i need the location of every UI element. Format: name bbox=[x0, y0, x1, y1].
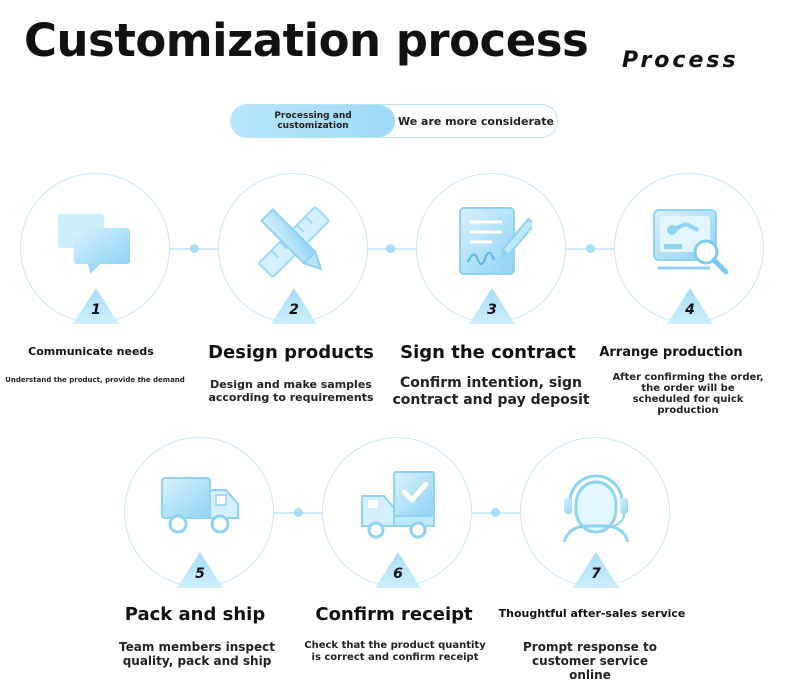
connector-dot bbox=[491, 508, 500, 517]
page-subtitle: Process bbox=[622, 48, 739, 73]
step-1-description: Understand the product, provide the dema… bbox=[5, 376, 185, 384]
connector-dot bbox=[386, 244, 395, 253]
step-3-label: Sign the contract bbox=[400, 342, 576, 363]
delivery-truck-icon bbox=[161, 477, 239, 534]
step-7-circle: 7 bbox=[520, 437, 670, 588]
step-5-label: Pack and ship bbox=[124, 604, 266, 625]
step-number: 4 bbox=[685, 302, 695, 318]
tab-considerate[interactable]: We are more considerate bbox=[397, 114, 555, 128]
step-5-description: Team members inspect quality, pack and s… bbox=[119, 640, 275, 668]
step-7-label: Thoughtful after-sales service bbox=[498, 607, 686, 620]
step-number: 6 bbox=[393, 566, 403, 582]
production-monitor-icon bbox=[653, 209, 729, 275]
pencil-ruler-icon bbox=[258, 206, 330, 278]
truck-check-icon bbox=[361, 471, 435, 539]
contract-signature-icon bbox=[459, 207, 532, 275]
step-2-circle: 2 bbox=[218, 173, 368, 324]
step-4-label: Arrange production bbox=[599, 345, 743, 360]
connector-dot bbox=[190, 244, 199, 253]
step-number: 7 bbox=[591, 566, 601, 582]
step-5-circle: 5 bbox=[124, 437, 274, 588]
tab-active-label-line1: Processing and bbox=[274, 111, 352, 121]
step-number: 1 bbox=[91, 302, 101, 318]
tab-active-label-line2: customization bbox=[277, 121, 349, 131]
headset-agent-icon bbox=[562, 474, 630, 542]
step-1-label: Communicate needs bbox=[28, 345, 154, 358]
step-3-circle: 3 bbox=[416, 173, 566, 324]
step-6-description: Check that the product quantity is corre… bbox=[304, 640, 486, 663]
step-3-description: Confirm intention, sign contract and pay… bbox=[392, 375, 590, 408]
step-7-description: Prompt response to customer service onli… bbox=[523, 640, 657, 682]
step-number: 3 bbox=[487, 302, 497, 318]
step-4-circle: 4 bbox=[614, 173, 764, 324]
connector-dot bbox=[586, 244, 595, 253]
tab-bar: Processing and customization We are more… bbox=[230, 104, 558, 138]
step-4-description: After confirming the order, the order wi… bbox=[612, 372, 764, 416]
step-2-description: Design and make samples according to req… bbox=[208, 378, 374, 404]
step-6-circle: 6 bbox=[322, 437, 472, 588]
step-2-label: Design products bbox=[208, 342, 374, 363]
step-number: 2 bbox=[289, 302, 299, 318]
chat-bubbles-icon bbox=[58, 214, 130, 274]
connector-dot bbox=[294, 508, 303, 517]
tab-processing-customization[interactable]: Processing and customization bbox=[231, 105, 395, 137]
step-number: 5 bbox=[195, 566, 205, 582]
step-1-circle: 1 bbox=[20, 173, 170, 324]
step-6-label: Confirm receipt bbox=[315, 604, 473, 625]
page-title: Customization process bbox=[24, 14, 589, 67]
